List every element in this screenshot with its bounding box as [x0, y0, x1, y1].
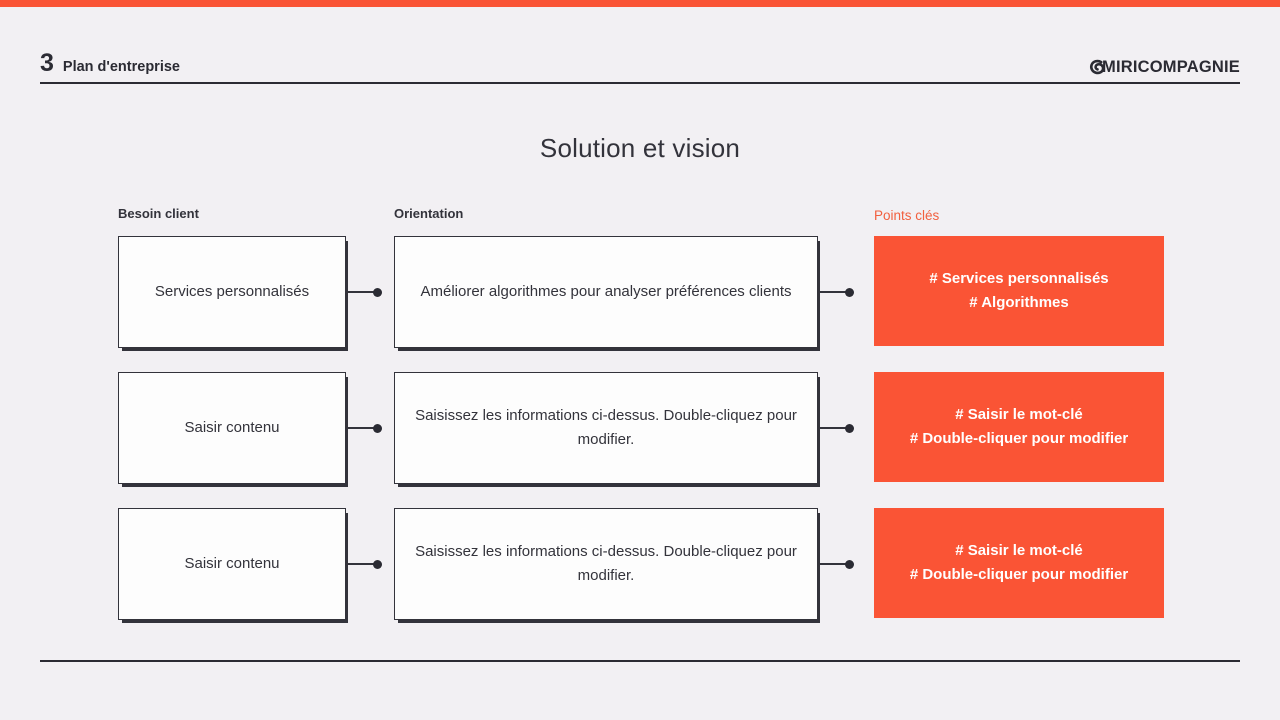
keypoints-text: # Services personnalisés # Algorithmes	[929, 269, 1109, 311]
matrix-row: Saisir contenu Saisissez les information…	[118, 372, 1164, 508]
need-box[interactable]: Saisir contenu	[118, 508, 346, 620]
need-text: Services personnalisés	[154, 283, 310, 300]
connector-need-to-direction	[346, 286, 382, 298]
connector-line	[346, 563, 374, 565]
direction-box[interactable]: Améliorer algorithmes pour analyser préf…	[394, 236, 818, 348]
top-accent-bar	[0, 0, 1280, 7]
connector-direction-to-keypoints	[818, 558, 854, 570]
section-number: 3	[40, 49, 54, 77]
connector-dot-icon	[373, 559, 382, 569]
header-section-label: 3 Plan d'entreprise	[40, 51, 180, 76]
connector-dot-icon	[373, 287, 382, 297]
connector-dot-icon	[845, 287, 854, 297]
column-header-besoin-client: Besoin client	[118, 206, 199, 221]
connector-need-to-direction	[346, 558, 382, 570]
direction-text: Améliorer algorithmes pour analyser préf…	[420, 283, 792, 300]
keypoints-box[interactable]: # Saisir le mot-clé # Double-cliquer pou…	[874, 372, 1164, 482]
keypoints-box[interactable]: # Services personnalisés # Algorithmes	[874, 236, 1164, 346]
connector-dot-icon	[845, 559, 854, 569]
connector-direction-to-keypoints	[818, 422, 854, 434]
connector-line	[818, 291, 846, 293]
connector-line	[818, 427, 846, 429]
connector-direction-to-keypoints	[818, 286, 854, 298]
direction-text: Saisissez les informations ci-dessus. Do…	[415, 407, 797, 448]
footer-divider	[40, 660, 1240, 662]
solution-vision-matrix: Besoin client Orientation Points clés Se…	[118, 204, 1164, 644]
connector-need-to-direction	[346, 422, 382, 434]
direction-box[interactable]: Saisissez les informations ci-dessus. Do…	[394, 508, 818, 620]
column-header-orientation: Orientation	[394, 206, 464, 221]
matrix-row: Saisir contenu Saisissez les information…	[118, 508, 1164, 644]
page-title: Solution et vision	[539, 133, 741, 163]
swirl-logo-icon	[1089, 59, 1106, 76]
column-headers: Besoin client Orientation Points clés	[118, 204, 1164, 236]
column-header-points-cles: Points clés	[874, 208, 940, 223]
need-box[interactable]: Services personnalisés	[118, 236, 346, 348]
connector-dot-icon	[845, 423, 854, 433]
connector-line	[346, 427, 374, 429]
connector-dot-icon	[373, 423, 382, 433]
matrix-row: Services personnalisés Améliorer algorit…	[118, 236, 1164, 372]
need-box[interactable]: Saisir contenu	[118, 372, 346, 484]
slide-header: 3 Plan d'entreprise MIRICOMPAGNIE	[40, 44, 1240, 84]
direction-box[interactable]: Saisissez les informations ci-dessus. Do…	[394, 372, 818, 484]
connector-line	[346, 291, 374, 293]
keypoints-text: # Saisir le mot-clé # Double-cliquer pou…	[909, 541, 1129, 583]
keypoints-box[interactable]: # Saisir le mot-clé # Double-cliquer pou…	[874, 508, 1164, 618]
brand-logo: MIRICOMPAGNIE	[1089, 59, 1240, 76]
keypoints-text: # Saisir le mot-clé # Double-cliquer pou…	[909, 405, 1129, 447]
connector-line	[818, 563, 846, 565]
need-text: Saisir contenu	[184, 419, 280, 436]
direction-text: Saisissez les informations ci-dessus. Do…	[415, 543, 797, 584]
section-title: Plan d'entreprise	[62, 59, 180, 75]
need-text: Saisir contenu	[184, 555, 280, 572]
brand-name: MIRICOMPAGNIE	[1102, 58, 1240, 77]
header-divider	[40, 82, 1240, 84]
